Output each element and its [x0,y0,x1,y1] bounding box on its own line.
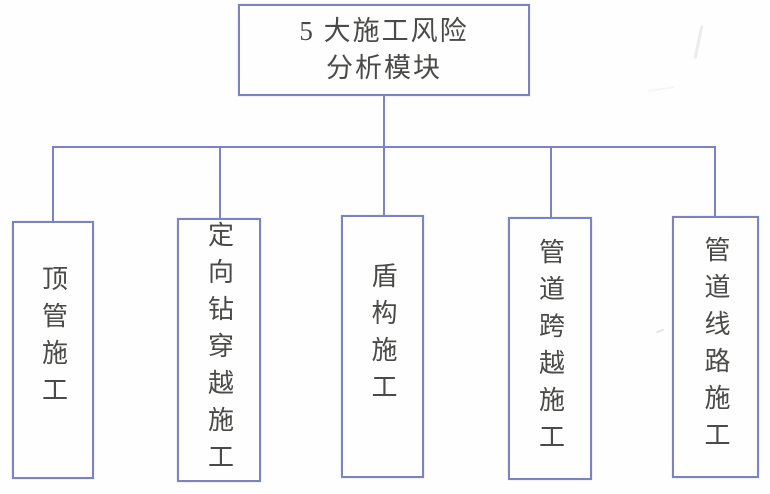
node-shield-tunneling-construction: 盾构施工 [341,215,424,478]
root-node-label-line1: 5 大施工风险 [299,16,469,46]
scan-artifact [693,25,704,59]
connector-drop-2 [219,146,221,220]
connector-drop-5 [714,146,716,218]
connector-drop-3 [383,146,385,217]
root-node-label-line2: 分析模块 [326,53,442,83]
node-label: 管道跨越施工 [535,237,565,460]
node-directional-drilling-crossing-construction: 定向钻穿越施工 [177,218,261,482]
node-pipeline-route-construction: 管道线路施工 [672,216,759,478]
node-label: 顶管施工 [38,265,68,413]
connector-trunk [383,96,385,147]
node-label: 定向钻穿越施工 [204,220,234,480]
scan-artifact [655,328,665,334]
node-label: 管道线路施工 [701,236,730,458]
node-label: 盾构施工 [368,261,397,410]
connector-drop-1 [52,146,54,223]
connector-drop-4 [550,146,552,219]
node-pipe-jacking-construction: 顶管施工 [12,221,94,479]
root-node-risk-analysis-module: 5 大施工风险 分析模块 [238,4,530,96]
node-pipeline-crossing-construction: 管道跨越施工 [508,217,592,480]
scan-artifact [647,86,675,92]
